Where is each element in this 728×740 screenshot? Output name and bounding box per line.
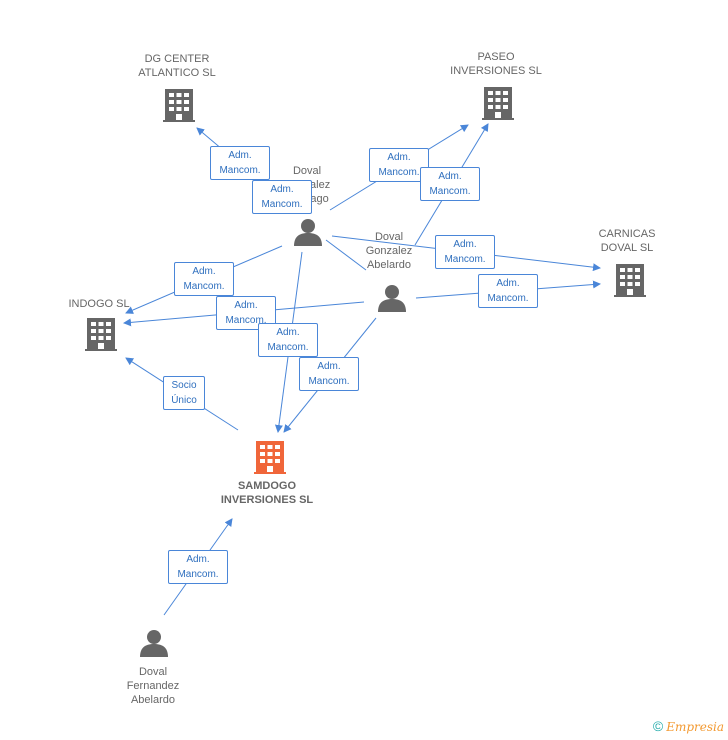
brand-name: Empresia (666, 720, 724, 734)
dg-center-label[interactable]: DG CENTER ATLANTICO SL (138, 53, 216, 79)
edge-santiago-abelardo (325, 239, 367, 271)
carnicas-label[interactable]: CARNICAS DOVAL SL (598, 228, 656, 254)
relation-badge[interactable]: Adm.Mancom. (435, 235, 495, 269)
relation-badge[interactable]: Adm.Mancom. (210, 146, 270, 180)
doval-santiago-person-icon[interactable] (294, 219, 322, 246)
relation-badge[interactable]: Adm.Mancom. (168, 550, 228, 584)
relation-badge[interactable]: Adm.Mancom. (478, 274, 538, 308)
relation-badge[interactable]: Adm.Mancom. (174, 262, 234, 296)
doval-fernandez-person-icon[interactable] (140, 630, 168, 657)
doval-abelardo-person-icon[interactable] (378, 285, 406, 312)
relation-badge[interactable]: Adm.Mancom. (299, 357, 359, 391)
paseo-building-icon[interactable] (482, 87, 514, 120)
doval-abelardo-label[interactable]: Doval Gonzalez Abelardo (365, 231, 413, 271)
footer-brand[interactable]: ©Empresia (653, 718, 724, 734)
doval-fernandez-label[interactable]: Doval Fernandez Abelardo (126, 666, 180, 706)
paseo-label[interactable]: PASEO INVERSIONES SL (450, 51, 542, 77)
dg-center-building-icon[interactable] (163, 89, 195, 122)
relation-badge[interactable]: Adm.Mancom. (420, 167, 480, 201)
relation-badge[interactable]: Adm.Mancom. (369, 148, 429, 182)
carnicas-building-icon[interactable] (614, 264, 646, 297)
indogo-label[interactable]: INDOGO SL (68, 298, 130, 310)
samdogo-building-icon[interactable] (254, 441, 286, 474)
indogo-building-icon[interactable] (85, 318, 117, 351)
relation-badge[interactable]: Adm.Mancom. (258, 323, 318, 357)
samdogo-label[interactable]: SAMDOGO INVERSIONES SL (220, 480, 314, 506)
copyright-symbol: © (652, 718, 664, 734)
relation-badge[interactable]: Adm.Mancom. (252, 180, 312, 214)
